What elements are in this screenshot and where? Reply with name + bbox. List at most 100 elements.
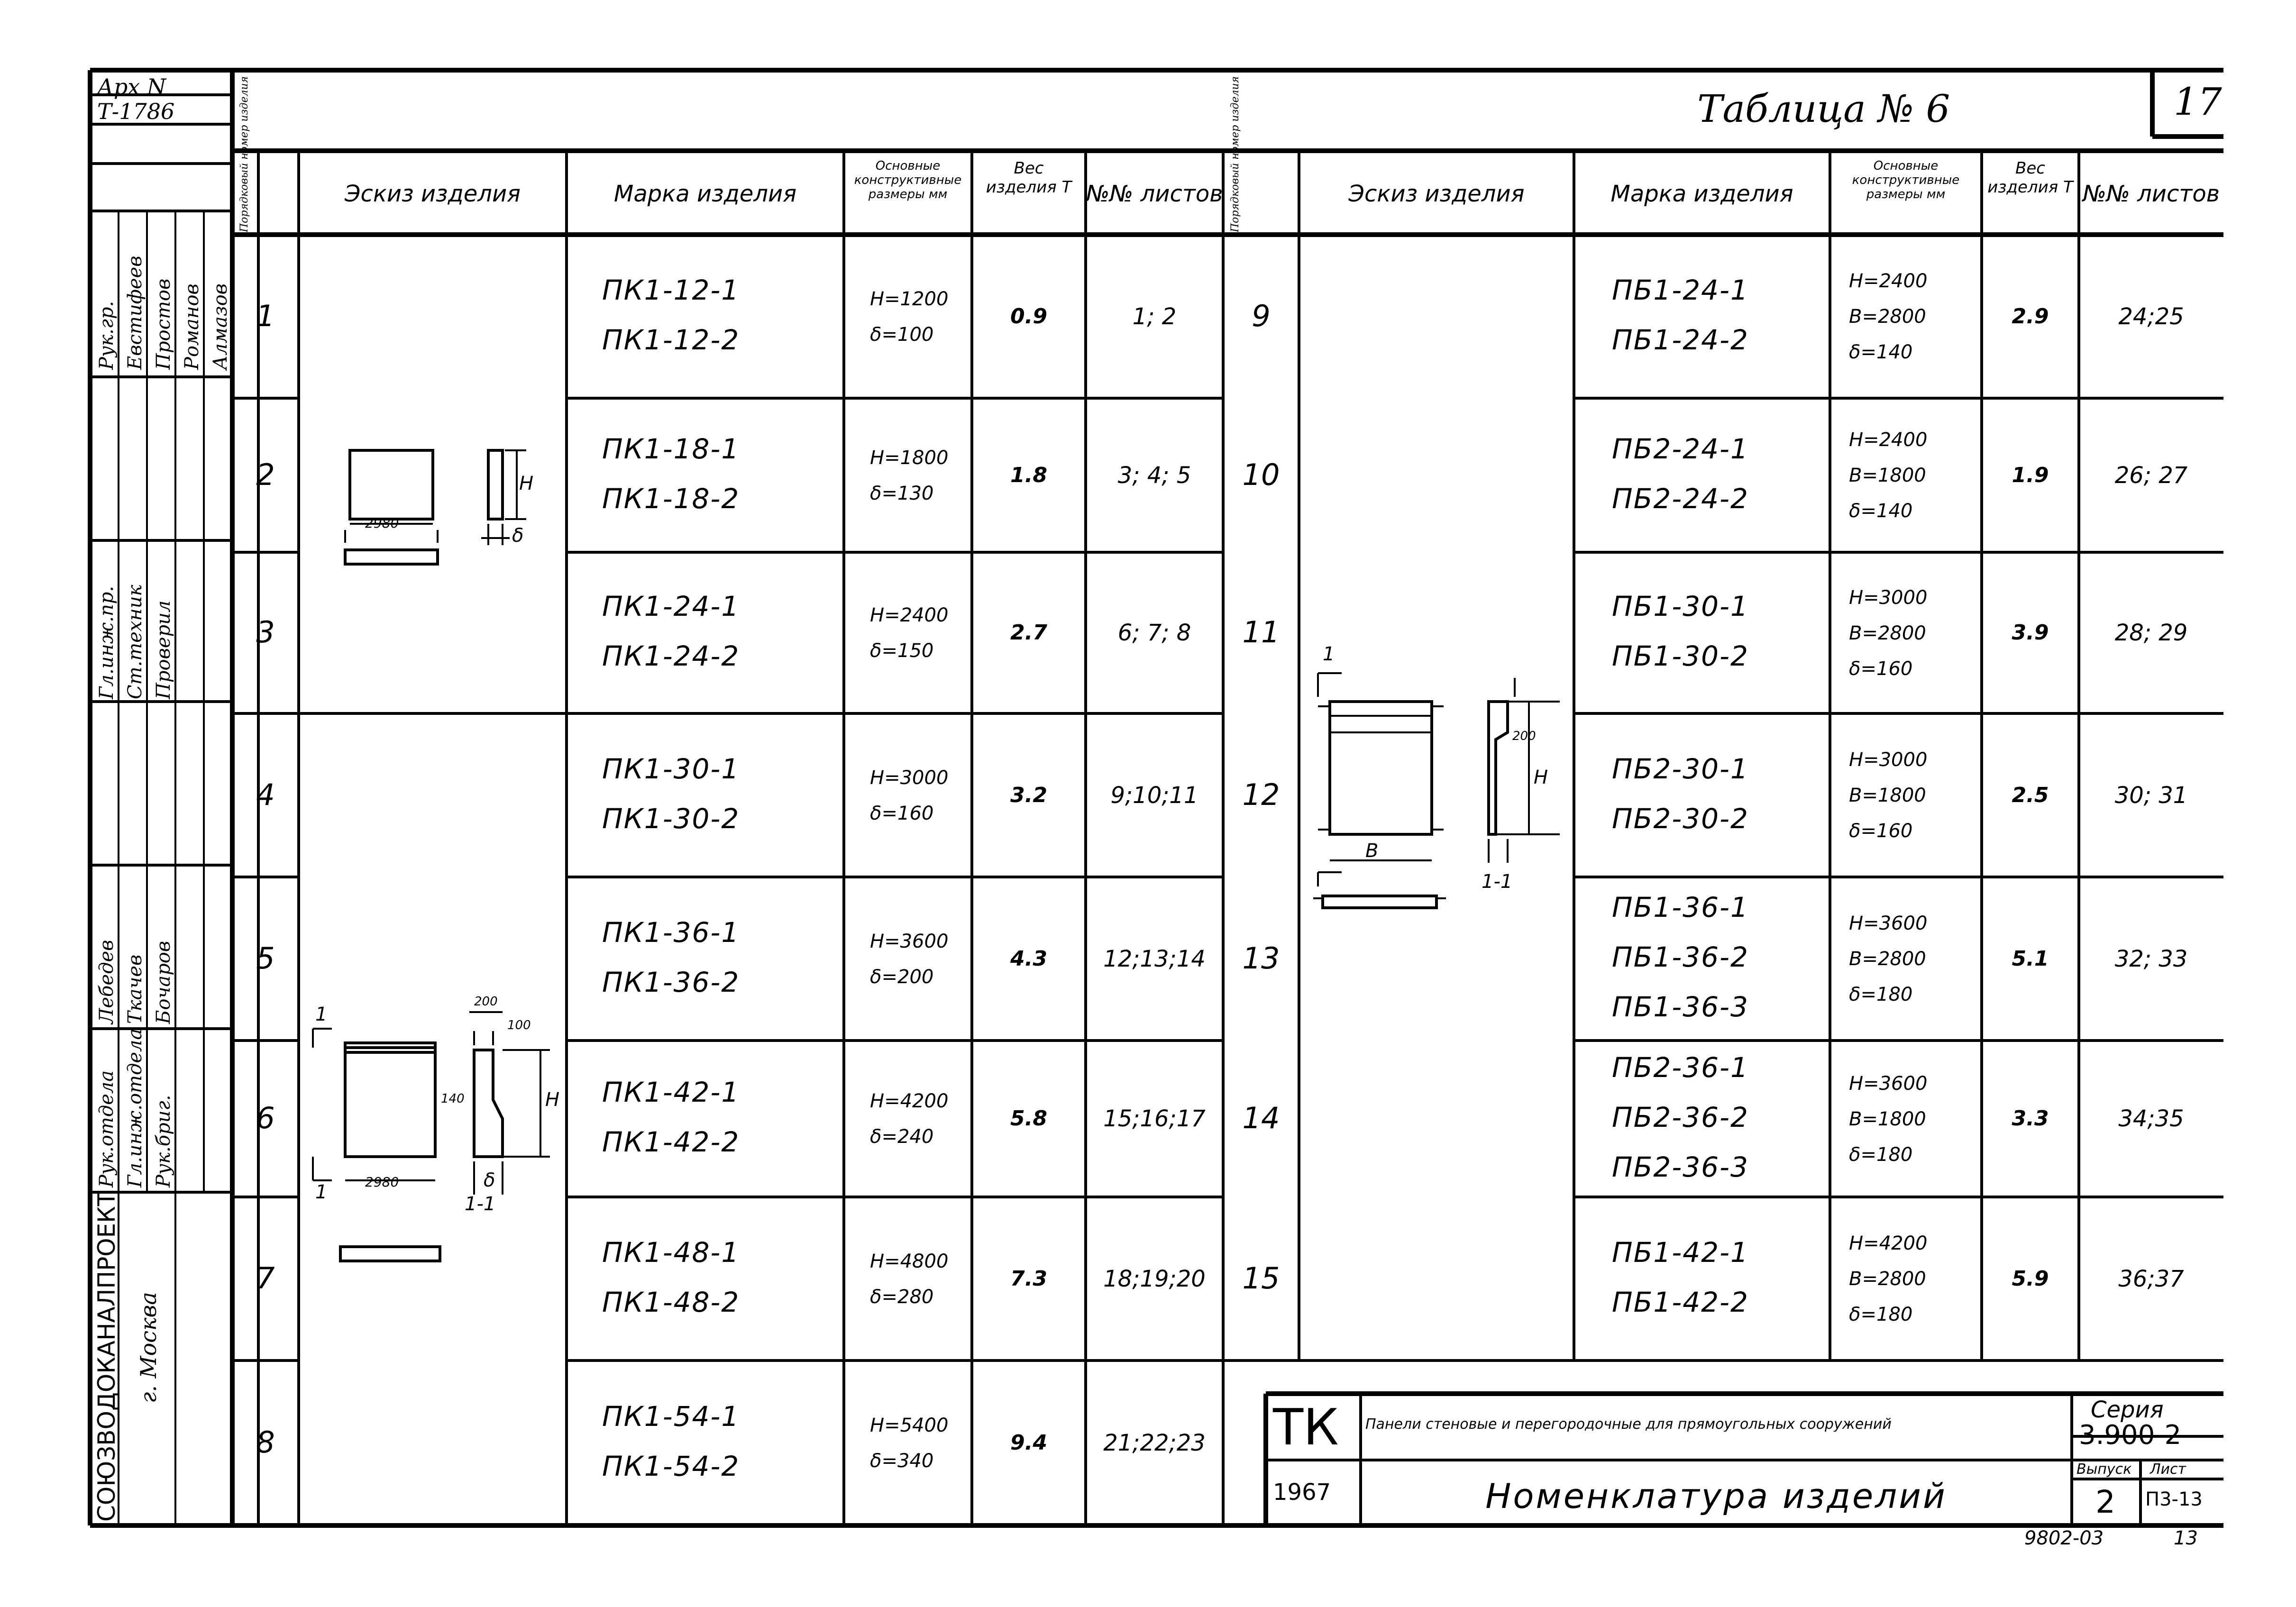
- stamp-role-5: Рук.отдела: [96, 1070, 118, 1187]
- product-mark: ПБ1-36-3: [1612, 991, 1749, 1023]
- sheet-numbers: 12;13;14: [1103, 945, 1206, 972]
- product-mark: ПК1-30-1: [602, 752, 740, 785]
- product-weight: 0.9: [1010, 304, 1047, 329]
- product-mark: ПК1-54-1: [602, 1400, 740, 1433]
- product-weight: 3.3: [2012, 1106, 2049, 1131]
- sketch-label-100: 100: [507, 1018, 531, 1032]
- product-dimension: H=3600: [870, 930, 949, 952]
- product-weight: 5.9: [2012, 1266, 2049, 1291]
- footer-code: 9802-03: [2024, 1527, 2104, 1549]
- product-mark: ПБ1-24-1: [1612, 274, 1749, 306]
- stamp-role-4: Проверил: [153, 600, 174, 699]
- product-mark: ПК1-48-1: [602, 1236, 740, 1269]
- product-dimension: δ=180: [1849, 1304, 1913, 1325]
- sketch-label-section-1: 1-1: [465, 1193, 496, 1215]
- sketch-panel-pb: [1313, 672, 1560, 909]
- product-dimension: δ=140: [1849, 500, 1913, 522]
- row-number: 4: [256, 777, 275, 812]
- row-number: 9: [1252, 298, 1271, 333]
- row-number: 10: [1242, 457, 1280, 492]
- product-dimension: δ=130: [870, 482, 934, 504]
- product-dimension: B=2800: [1849, 1268, 1926, 1290]
- page-number: 17: [2174, 80, 2222, 124]
- sketch-label-width-2: 2980: [365, 1174, 399, 1190]
- product-dimension: δ=100: [870, 323, 934, 346]
- product-dimension: H=3000: [1849, 586, 1928, 609]
- row-number: 7: [256, 1260, 275, 1296]
- product-weight: 3.2: [1010, 783, 1047, 807]
- title-block-sheet: П3-13: [2145, 1488, 2203, 1510]
- product-weight: 5.8: [1010, 1106, 1047, 1131]
- header-seq-right: Порядковый номер изделия: [1229, 76, 1241, 232]
- stamp-name-2: Простов: [153, 278, 174, 370]
- product-mark: ПБ1-24-2: [1612, 323, 1749, 356]
- header-mark-right: Марка изделия: [1610, 181, 1793, 207]
- product-weight: 7.3: [1010, 1266, 1047, 1291]
- stamp-name-6: Ткачев: [124, 954, 146, 1024]
- title-block-logo: ТК: [1273, 1398, 1339, 1456]
- sketch-label-140: 140: [441, 1092, 465, 1106]
- product-weight: 2.5: [2012, 783, 2049, 807]
- sketch-label-width: 2980: [365, 515, 399, 531]
- footer-page: 13: [2174, 1527, 2198, 1549]
- row-number: 12: [1242, 777, 1280, 812]
- product-dimension: δ=160: [1849, 657, 1913, 680]
- header-weight-left: Вес изделия Т: [986, 159, 1072, 197]
- product-weight: 3.9: [2012, 621, 2049, 645]
- product-weight: 9.4: [1010, 1431, 1047, 1455]
- product-mark: ПК1-48-2: [602, 1286, 740, 1318]
- product-dimension: H=3000: [1849, 749, 1928, 771]
- product-dimension: H=1200: [870, 288, 949, 310]
- product-mark: ПК1-36-2: [602, 966, 740, 998]
- table-title: Таблица № 6: [1697, 87, 1950, 131]
- sketch-label-h-2: H: [545, 1089, 560, 1111]
- product-dimension: B=2800: [1849, 948, 1926, 970]
- product-mark: ПК1-36-1: [602, 916, 740, 949]
- product-dimension: H=4200: [870, 1090, 949, 1112]
- row-number: 14: [1242, 1101, 1280, 1135]
- sheet-numbers: 26; 27: [2114, 462, 2188, 489]
- product-dimension: δ=180: [1849, 1143, 1913, 1166]
- product-mark: ПБ2-24-2: [1612, 482, 1749, 515]
- product-mark: ПК1-24-1: [602, 590, 740, 622]
- product-weight: 2.9: [2012, 304, 2049, 329]
- product-weight: 5.1: [2012, 946, 2049, 971]
- sheet-numbers: 32; 33: [2114, 945, 2188, 972]
- product-mark: ПБ1-42-2: [1612, 1286, 1749, 1318]
- title-block-issue-label: Выпуск: [2076, 1461, 2132, 1478]
- sketch-label-section-c: 1: [1323, 643, 1335, 665]
- product-dimension: δ=160: [870, 802, 934, 824]
- product-dimension: δ=280: [870, 1286, 934, 1308]
- sketch-label-h: H: [519, 473, 534, 494]
- row-number: 15: [1242, 1260, 1280, 1296]
- row-number: 8: [256, 1425, 275, 1460]
- product-dimension: δ=140: [1849, 341, 1913, 363]
- product-dimension: H=2400: [1849, 429, 1928, 451]
- row-number: 2: [256, 457, 275, 492]
- sketch-label-delta-2: δ: [484, 1169, 495, 1191]
- product-dimension: H=3600: [1849, 1072, 1928, 1095]
- title-block-series-label: Серия: [2091, 1397, 2164, 1423]
- row-number: 11: [1242, 615, 1280, 649]
- sheet-numbers: 6; 7; 8: [1117, 620, 1191, 646]
- sketch-label-section-b: 1: [315, 1181, 328, 1203]
- sheet-numbers: 24;25: [2118, 303, 2184, 330]
- product-dimension: H=3600: [1849, 913, 1928, 934]
- title-block-year: 1967: [1273, 1479, 1331, 1506]
- sheet-numbers: 36;37: [2118, 1265, 2184, 1292]
- product-dimension: H=4200: [1849, 1233, 1928, 1254]
- stamp-role-3: Ст.техник: [124, 584, 146, 699]
- product-mark: ПК1-42-2: [602, 1126, 740, 1158]
- stamp-name-5: Лебедев: [96, 940, 118, 1024]
- sheet-numbers: 34;35: [2118, 1105, 2184, 1132]
- sheet-numbers: 15;16;17: [1103, 1105, 1206, 1132]
- product-mark: ПБ2-36-3: [1612, 1150, 1749, 1183]
- product-mark: ПБ2-24-1: [1612, 432, 1749, 465]
- product-mark: ПК1-18-1: [602, 432, 740, 465]
- sketch-label-200-r: 200: [1512, 729, 1536, 743]
- product-mark: ПБ1-36-1: [1612, 891, 1749, 923]
- product-dimension: H=3000: [870, 767, 949, 789]
- header-dims-left: Основные конструктивные размеры мм: [854, 159, 962, 201]
- title-block-title: Номенклатура изделий: [1485, 1476, 1947, 1516]
